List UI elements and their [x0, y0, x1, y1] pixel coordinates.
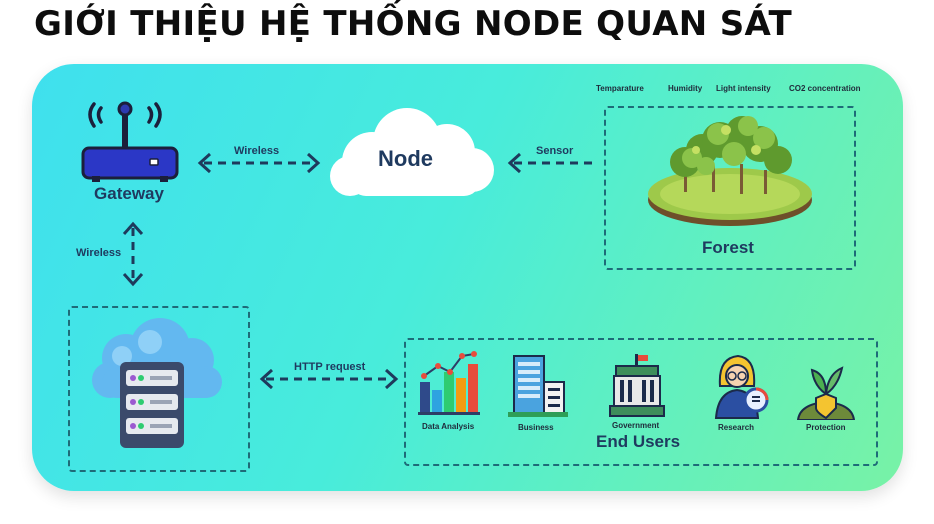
end-users-box [404, 338, 878, 466]
government-icon [609, 354, 665, 417]
protection-icon [796, 366, 856, 420]
forest-icon [648, 116, 812, 226]
end-users-title: End Users [596, 432, 681, 451]
server-box [68, 306, 250, 472]
gateway-node-arrow [197, 152, 321, 174]
server-users-link-label: HTTP request [294, 361, 366, 373]
user-government-label: Government [612, 421, 660, 430]
gateway-node-link-label: Wireless [234, 145, 280, 157]
node-forest-arrow [507, 152, 596, 174]
user-data-analysis-label: Data Analysis [422, 422, 475, 431]
sensor-co2: CO2 concentration [789, 84, 861, 93]
gateway-server-arrow [122, 221, 144, 287]
user-protection-label: Protection [806, 423, 846, 432]
forest-label: Forest [702, 238, 754, 257]
node-label: Node [378, 146, 433, 171]
node-forest-link-label: Sensor [536, 145, 574, 157]
page-title: GIỚI THIỆU HỆ THỐNG NODE QUAN SÁT [34, 4, 792, 44]
sensor-light: Light intensity [716, 84, 771, 93]
research-icon [714, 354, 769, 419]
router-icon [81, 101, 179, 182]
data-analysis-icon [418, 351, 480, 415]
user-research-label: Research [718, 423, 755, 432]
user-business-label: Business [518, 423, 554, 432]
cloud-server-icon [92, 318, 222, 448]
sensor-humidity: Humidity [668, 84, 703, 93]
sensor-temperature: Temparature [596, 84, 644, 93]
gateway-label: Gateway [94, 184, 164, 203]
node-cloud-icon [330, 108, 494, 196]
gateway-server-link-label: Wireless [76, 247, 122, 259]
business-icon [508, 355, 568, 417]
forest-box [604, 106, 856, 270]
server-users-arrow [259, 368, 399, 390]
